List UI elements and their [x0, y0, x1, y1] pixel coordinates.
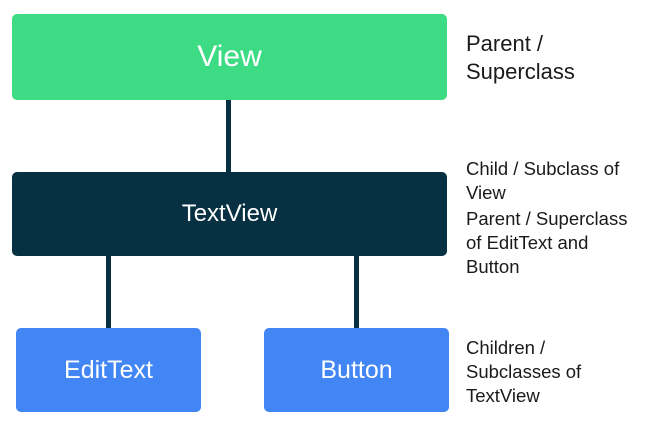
connector-textview-to-edittext: [106, 256, 111, 328]
view-node-label: View: [197, 40, 262, 73]
textview-node: TextView: [12, 172, 447, 256]
textview-node-label: TextView: [181, 200, 278, 227]
edittext-node: EditText: [16, 328, 201, 412]
connector-view-to-textview: [226, 100, 231, 172]
textview-child-annotation: Child / Subclass of View: [466, 158, 620, 203]
textview-parent-annotation: Parent / Superclass of EditText and Butt…: [466, 208, 628, 277]
edittext-node-label: EditText: [64, 355, 153, 384]
connector-textview-to-button: [354, 256, 359, 328]
children-annotation: Children / Subclasses of TextView: [466, 337, 582, 406]
button-node: Button: [264, 328, 449, 412]
button-node-label: Button: [320, 355, 393, 384]
view-annotation: Parent / Superclass: [466, 31, 575, 84]
view-node: View: [12, 14, 447, 100]
